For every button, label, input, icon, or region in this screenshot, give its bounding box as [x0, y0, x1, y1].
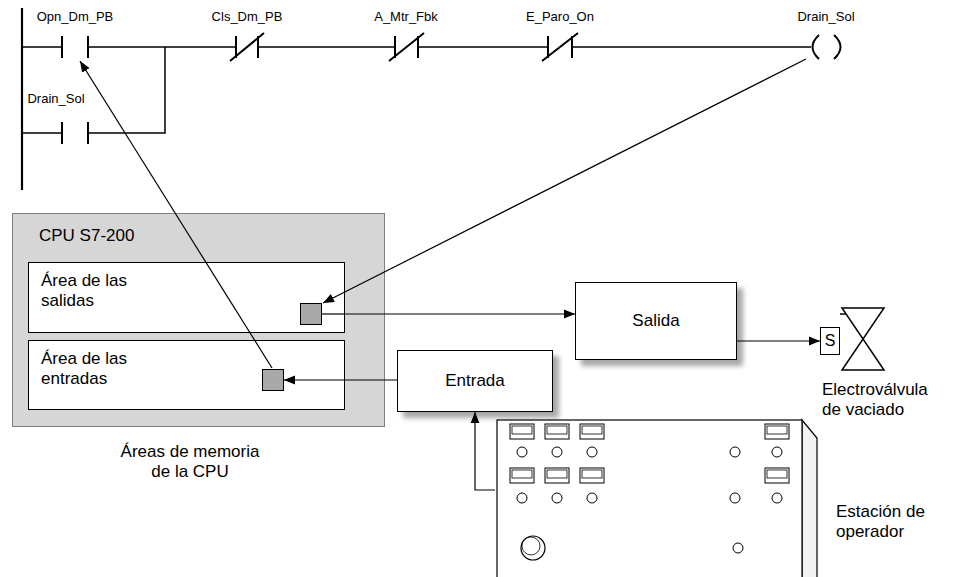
panel-face	[497, 420, 802, 577]
signal-name: Cls_Dm_PB	[212, 9, 283, 25]
label-slot: Drain_Sol	[27, 91, 84, 107]
power-rail	[21, 8, 23, 190]
panel-button-top	[767, 426, 787, 434]
panel-button	[545, 424, 569, 439]
box-caption: Áreas de memoria de la CPU	[115, 442, 265, 483]
box-label: Área de las entradas	[41, 349, 171, 390]
nc-contact	[230, 33, 578, 61]
panel-button	[510, 424, 534, 439]
panel-lamp	[772, 447, 782, 457]
rung-wire	[22, 47, 811, 133]
panel-knob-cap	[522, 537, 540, 555]
text-slot: Salida	[576, 283, 736, 359]
memory-area: Área de las salidas	[28, 262, 345, 333]
process-box: Entrada	[397, 350, 553, 412]
valve-symbol	[842, 308, 884, 370]
signal-name: E_Paro_On	[526, 9, 594, 25]
panel-lamp	[552, 447, 562, 457]
process-box: S	[820, 327, 840, 355]
box-label: S	[825, 331, 836, 350]
panel-button	[765, 424, 789, 439]
output-coil	[813, 35, 841, 59]
panel-knob	[521, 536, 545, 560]
device-label: Electroválvula de vaciado	[822, 380, 947, 421]
text-slot: Estación de operador	[836, 502, 951, 543]
box-label: Salida	[632, 311, 679, 331]
panel-button-top	[582, 470, 602, 478]
text-slot: Área de las salidas	[41, 271, 171, 312]
signal-arrow	[345, 313, 575, 314]
operator-station: Estación de operador	[495, 418, 967, 577]
panel-lamp	[517, 493, 527, 503]
label-slot: Drain_Sol	[797, 9, 854, 25]
input-image-arrow	[80, 61, 272, 368]
panel-lamp	[517, 447, 527, 457]
signal-arrow	[737, 340, 820, 341]
signal-name: Drain_Sol	[27, 91, 84, 107]
panel-button	[545, 468, 569, 483]
memory-bit	[300, 303, 322, 325]
text-slot: CPU S7-200	[39, 226, 134, 246]
panel-button	[510, 468, 534, 483]
panel-button-top	[547, 426, 567, 434]
panel-button-top	[512, 470, 532, 478]
signal-arrow	[475, 412, 495, 490]
text-slot: Área de las entradas	[41, 349, 171, 390]
box-label: CPU S7-200	[39, 226, 134, 246]
label-slot: E_Paro_On	[526, 9, 594, 25]
panel-button	[580, 468, 604, 483]
box-label: Entrada	[445, 371, 505, 391]
label-slot: A_Mtr_Fbk	[374, 9, 438, 25]
text-slot: Áreas de memoria de la CPU	[115, 442, 265, 483]
no-contact	[62, 36, 88, 144]
panel-lamp	[730, 447, 740, 457]
panel-lamp	[587, 493, 597, 503]
memory-bit	[262, 369, 284, 391]
panel-button-top	[512, 426, 532, 434]
operator-panel	[495, 418, 967, 577]
cpu-housing: CPU S7-200Áreas de memoria de la CPUÁrea…	[12, 213, 385, 427]
panel-button-top	[767, 470, 787, 478]
output-image-arrow	[323, 59, 806, 303]
label-slot: Electroválvula de vaciado	[822, 380, 947, 421]
panel-lamp	[552, 493, 562, 503]
panel-button-top	[582, 426, 602, 434]
signal-name: Opn_Dm_PB	[37, 9, 114, 25]
output-bit-wire	[322, 313, 345, 314]
label-slot: Opn_Dm_PB	[37, 9, 114, 25]
panel-button-top	[547, 470, 567, 478]
signal-name: A_Mtr_Fbk	[374, 9, 438, 25]
box-label: Área de las salidas	[41, 271, 171, 312]
process-box: Salida	[575, 282, 737, 360]
panel-side	[802, 420, 817, 577]
label-slot: Cls_Dm_PB	[212, 9, 283, 25]
panel-button	[580, 424, 604, 439]
text-slot: S	[821, 328, 839, 354]
signal-name: Drain_Sol	[797, 9, 854, 25]
panel-button	[765, 468, 789, 483]
text-slot: Entrada	[398, 351, 552, 411]
panel-lamp	[587, 447, 597, 457]
panel-lamp	[733, 543, 743, 553]
signal-arrow	[284, 379, 397, 380]
box-label: Estación de operador	[836, 502, 951, 543]
panel-lamp	[730, 493, 740, 503]
panel-lamp	[772, 493, 782, 503]
memory-area: Área de las entradas	[28, 340, 345, 410]
